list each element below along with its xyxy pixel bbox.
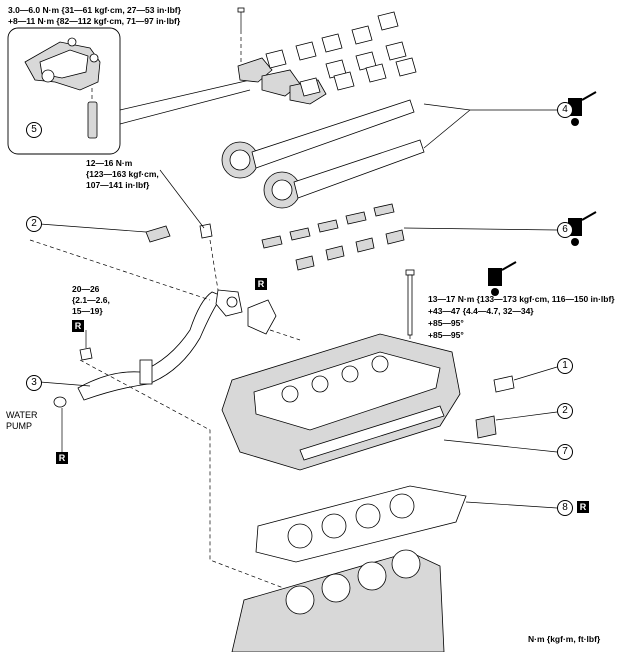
callout-8: 8 xyxy=(557,500,573,516)
plug-1 xyxy=(493,375,515,393)
replace-mark-gasket: R xyxy=(255,278,267,290)
bracket-bolt xyxy=(79,347,93,361)
head-bolt-torque-2: +43—47 {4.4—4.7, 32—34} xyxy=(428,306,534,316)
callout-2-lower: 2 xyxy=(557,403,573,419)
o-ring-upper xyxy=(145,225,171,243)
water-pipe-bolt-torque-2: {123—163 kgf·cm, xyxy=(86,169,159,179)
camshaft-cap-bolt xyxy=(237,7,245,64)
head-bolt-torque-3: +85—95° xyxy=(428,318,464,328)
water-pump-label-1: WATER xyxy=(6,410,38,420)
water-pipe-bolt-torque-1: 12—16 N·m xyxy=(86,158,133,168)
water-pipe xyxy=(77,289,243,401)
pipe-gasket xyxy=(247,299,277,335)
callout-3: 3 xyxy=(26,375,42,391)
inset-detail-box xyxy=(7,27,121,155)
cap-bolt-torque-2: +8—11 N·m {82—112 kgf·cm, 71—97 in·lbf} xyxy=(8,16,181,26)
head-bolt-torque-1: 13—17 N·m {133—173 kgf·cm, 116—150 in·lb… xyxy=(428,294,615,304)
o-ring-lower xyxy=(53,396,67,408)
cylinder-block xyxy=(231,549,445,652)
rocker-arms xyxy=(261,203,405,271)
camshaft-caps-upper xyxy=(237,11,417,105)
replace-mark-o-ring: R xyxy=(56,452,68,464)
head-bolt-torque-4: +85—95° xyxy=(428,330,464,340)
bracket-bolt-torque-1: 20—26 xyxy=(72,284,100,294)
camshafts xyxy=(221,99,425,209)
oil-mark-head-bolt xyxy=(488,261,517,296)
water-pipe-bolt xyxy=(199,223,213,239)
callout-1: 1 xyxy=(557,358,573,374)
callout-7: 7 xyxy=(557,444,573,460)
cap-bolt-torque-1: 3.0—6.0 N·m {31—61 kgf·cm, 27—53 in·lbf} xyxy=(8,5,181,15)
water-pump-label-2: PUMP xyxy=(6,421,33,431)
callout-5: 5 xyxy=(26,122,42,138)
callout-4: 4 xyxy=(557,102,573,118)
plug-2 xyxy=(475,415,497,439)
water-pipe-bolt-torque-3: 107—141 in·lbf} xyxy=(86,180,150,190)
bracket-bolt-torque-3: 15—19} xyxy=(72,306,103,316)
replace-mark-bracket-bolt: R xyxy=(72,320,84,332)
cylinder-head-gasket xyxy=(255,485,467,563)
replace-mark-head-gasket: R xyxy=(577,501,589,513)
bracket-bolt-torque-2: {2.1—2.6, xyxy=(72,295,110,305)
callout-6: 6 xyxy=(557,222,573,238)
cylinder-head xyxy=(221,333,461,471)
units-note: N·m {kgf·m, ft·lbf} xyxy=(528,634,601,644)
callout-2-upper: 2 xyxy=(26,216,42,232)
